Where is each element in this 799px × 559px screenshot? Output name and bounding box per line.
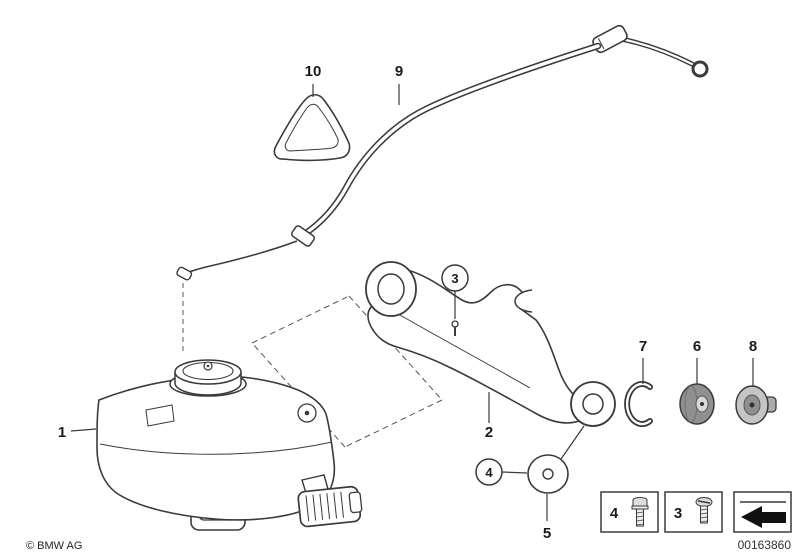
reservoir-tank: [96, 359, 363, 531]
washer: [527, 454, 569, 494]
grommet-light: [735, 385, 777, 425]
callout-label-5[interactable]: 5: [543, 525, 551, 542]
direction-arrow-box: [733, 491, 792, 533]
callout-circle-3[interactable]: 3: [441, 264, 469, 292]
callout-label-3: 3: [451, 271, 458, 286]
screw-icon: [695, 497, 713, 524]
grommet-dark: [679, 383, 715, 425]
cable-loop-end: [691, 60, 709, 78]
mounting-bracket: [365, 261, 616, 427]
cable-end-fitting: [290, 225, 316, 247]
tank-cap: [169, 359, 247, 397]
direction-arrow-icon: [741, 506, 786, 528]
callout-leader-lines: [70, 84, 754, 521]
legend-screw-label: 3: [674, 505, 682, 522]
legend-bolt-box[interactable]: 4: [600, 491, 659, 533]
cable-nipple: [176, 266, 193, 281]
cable-assembly: [176, 24, 709, 351]
callout-label-6[interactable]: 6: [693, 338, 701, 355]
part-number: 00163860: [738, 538, 792, 552]
rubber-boot: [273, 93, 351, 162]
legend-screw-box[interactable]: 3: [664, 491, 723, 533]
bolt-icon: [631, 497, 649, 527]
tank-connector: [297, 474, 363, 528]
callout-label-1[interactable]: 1: [58, 424, 66, 441]
legend-bolt-label: 4: [610, 505, 619, 522]
callout-label-8[interactable]: 8: [749, 338, 757, 355]
callout-label-10[interactable]: 10: [305, 63, 322, 80]
callout-label-9[interactable]: 9: [395, 63, 403, 80]
callout-label-2[interactable]: 2: [485, 424, 493, 441]
callout-label-7[interactable]: 7: [639, 338, 647, 355]
bracket-screw: [451, 320, 459, 336]
callout-circle-4[interactable]: 4: [475, 458, 503, 486]
copyright: © BMW AG: [26, 540, 82, 552]
callout-label-4: 4: [485, 465, 493, 480]
clip-ring: [624, 381, 653, 427]
